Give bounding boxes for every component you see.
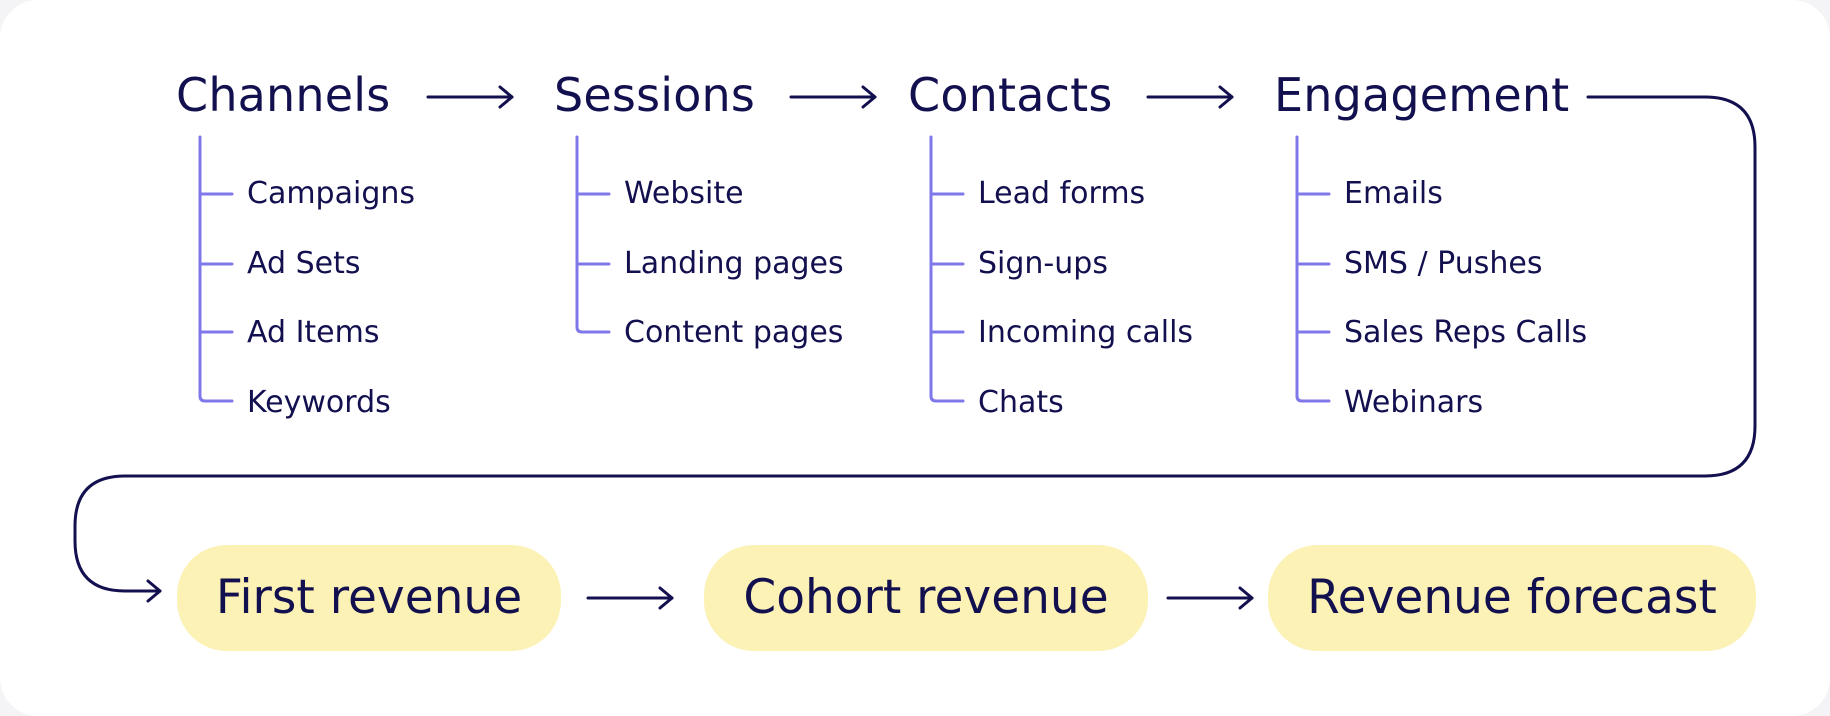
- engagement-item-emails: Emails: [1344, 176, 1443, 211]
- arrow-sessions-to-contacts: [789, 85, 877, 109]
- engagement-item-sales-reps-calls: Sales Reps Calls: [1344, 315, 1588, 350]
- sessions-item-content-pages: Content pages: [624, 315, 844, 350]
- arrow-first-to-cohort: [586, 586, 674, 610]
- channels-item-campaigns: Campaigns: [247, 176, 416, 211]
- engagement-item-webinars: Webinars: [1344, 385, 1484, 420]
- contacts-item-lead-forms: Lead forms: [978, 176, 1146, 211]
- return-connector-path: [73, 95, 1757, 593]
- stage-title-sessions: Sessions: [554, 68, 756, 122]
- contacts-item-sign-ups: Sign-ups: [978, 246, 1108, 281]
- arrow-into-first-revenue: [146, 579, 162, 603]
- revenue-label-first: First revenue: [215, 570, 523, 625]
- arrow-channels-to-sessions: [426, 85, 514, 109]
- engagement-tree-lines: [1295, 135, 1331, 403]
- sessions-item-landing-pages: Landing pages: [624, 246, 844, 281]
- sessions-item-website: Website: [624, 176, 744, 211]
- sessions-tree-lines: [575, 135, 611, 334]
- contacts-item-incoming-calls: Incoming calls: [978, 315, 1194, 350]
- channels-tree-lines: [198, 135, 234, 403]
- stage-title-engagement: Engagement: [1274, 68, 1570, 122]
- stage-title-channels: Channels: [176, 68, 391, 122]
- channels-item-ad-items: Ad Items: [247, 315, 380, 350]
- revenue-label-forecast: Revenue forecast: [1307, 570, 1717, 625]
- arrow-cohort-to-forecast: [1166, 586, 1254, 610]
- arrow-contacts-to-engagement: [1146, 85, 1234, 109]
- channels-item-keywords: Keywords: [247, 385, 391, 420]
- stage-title-contacts: Contacts: [908, 68, 1113, 122]
- revenue-label-cohort: Cohort revenue: [743, 570, 1109, 625]
- contacts-tree-lines: [929, 135, 965, 403]
- revenue-pill-cohort: Cohort revenue: [704, 545, 1148, 651]
- revenue-pill-forecast: Revenue forecast: [1268, 545, 1756, 651]
- contacts-item-chats: Chats: [978, 385, 1064, 420]
- engagement-item-sms-pushes: SMS / Pushes: [1344, 246, 1543, 281]
- channels-item-ad-sets: Ad Sets: [247, 246, 361, 281]
- revenue-pill-first: First revenue: [177, 545, 561, 651]
